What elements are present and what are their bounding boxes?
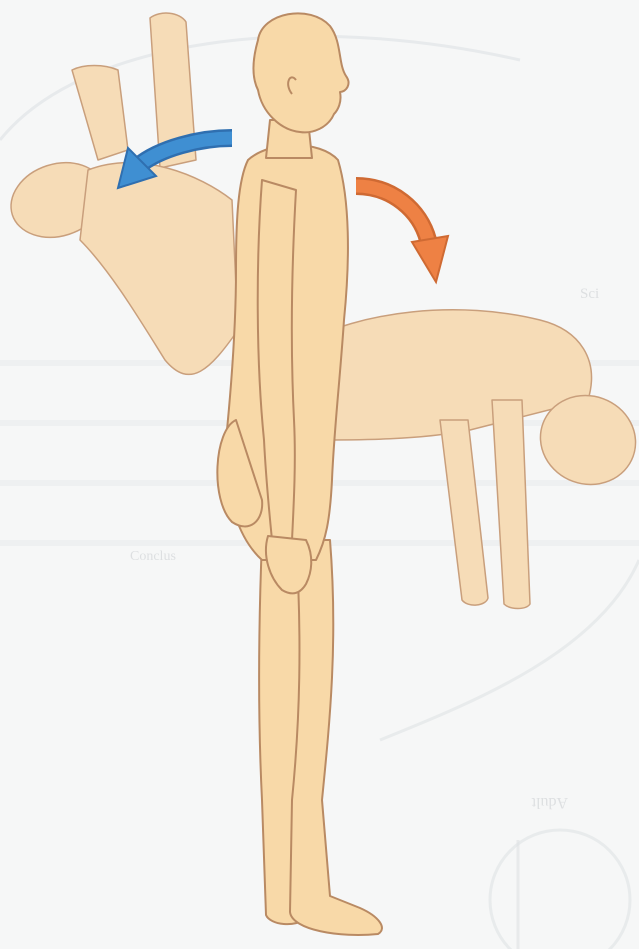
bleed-text-line1: Sci xyxy=(580,286,599,302)
standing-pose-figure xyxy=(217,13,382,935)
bleed-text-line3: Adult xyxy=(531,794,568,811)
flexion-arrow xyxy=(356,186,448,282)
extension-pose-figure xyxy=(1,13,238,374)
bleed-text-line2: Conclus xyxy=(130,549,176,564)
flexion-pose-figure xyxy=(300,310,639,609)
